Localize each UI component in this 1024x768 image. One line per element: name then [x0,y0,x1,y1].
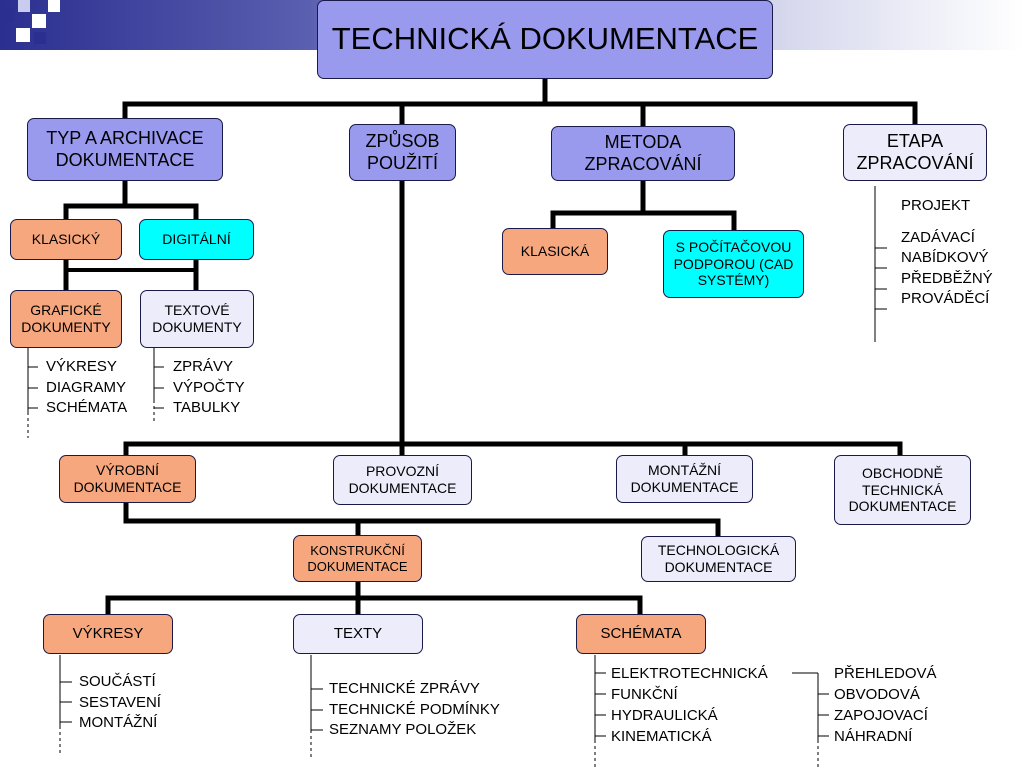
list-item: HYDRAULICKÁ [611,707,718,724]
node-vyrobni-dokumentace: VÝROBNÍ DOKUMENTACE [59,455,196,503]
list-item: OBVODOVÁ [834,686,920,703]
node-technologicka-dokumentace: TECHNOLOGICKÁ DOKUMENTACE [641,536,796,582]
list-item: SEZNAMY POLOŽEK [329,721,477,738]
list-item: SCHÉMATA [46,399,128,416]
node-montazni-dokumentace: MONTÁŽNÍ DOKUMENTACE [616,455,753,503]
node-obchodne-technicka: OBCHODNĚ TECHNICKÁ DOKUMENTACE [834,455,971,525]
decor-square [18,0,30,12]
list-item: ZPRÁVY [173,358,234,375]
node-vykresy: VÝKRESY [43,614,173,654]
list-textove: ZPRÁVY VÝPOČTY TABULKY [173,357,245,419]
node-texty: TEXTY [293,614,423,654]
decor-square [16,28,30,42]
list-item: TABULKY [173,399,241,416]
list-item: SOUČÁSTÍ [79,673,156,690]
list-etapa: PROJEKT ZADÁVACÍ NABÍDKOVÝ PŘEDBĚŽNÝ PRO… [901,196,993,310]
node-klasicka: KLASICKÁ [502,228,608,275]
list-item: SESTAVENÍ [79,693,161,711]
node-textove-dokumenty: TEXTOVÉ DOKUMENTY [140,290,254,348]
list-item: KINEMATICKÁ [611,728,712,745]
decor-square [48,0,60,12]
list-schemata-a: ELEKTROTECHNICKÁ FUNKČNÍ HYDRAULICKÁ KIN… [611,663,768,747]
node-provozni-dokumentace: PROVOZNÍ DOKUMENTACE [333,455,472,505]
decor-square [32,14,46,28]
node-cad-podpora: S POČÍTAČOVOU PODPOROU (CAD SYSTÉMY) [663,230,804,298]
list-item: VÝPOČTY [173,378,245,396]
list-item: TECHNICKÉ ZPRÁVY [329,680,480,697]
list-item: PROVÁDĚCÍ [901,290,990,307]
node-digitalni: DIGITÁLNÍ [139,219,254,260]
list-item: DIAGRAMY [46,378,127,396]
list-vykresy: SOUČÁSTÍ SESTAVENÍ MONTÁŽNÍ [79,672,161,734]
decor-square [34,32,46,44]
node-schemata: SCHÉMATA [576,614,706,654]
list-item: PŘEDBĚŽNÝ [901,269,993,287]
list-item: NÁHRADNÍ [834,728,913,745]
decor-square [0,8,14,22]
list-item: ZAPOJOVACÍ [834,707,928,724]
list-item: TECHNICKÉ PODMÍNKY [329,700,500,718]
list-item: ZADÁVACÍ [901,228,975,246]
node-zpusob-pouziti: ZPŮSOB POUŽITÍ [349,124,456,181]
list-item: ELEKTROTECHNICKÁ [611,665,768,682]
node-etapa-zpracovani: ETAPA ZPRACOVÁNÍ [843,124,987,181]
list-item: FUNKČNÍ [611,686,678,703]
list-schemata-b: PŘEHLEDOVÁ OBVODOVÁ ZAPOJOVACÍ NÁHRADNÍ [834,663,937,747]
node-metoda-zpracovani: METODA ZPRACOVÁNÍ [551,126,735,181]
list-item: PROJEKT [901,197,971,214]
node-klasicky: KLASICKÝ [10,219,122,260]
list-item: VÝKRESY [46,358,117,375]
list-item: PŘEHLEDOVÁ [834,665,937,682]
node-typ-archivace: TYP A ARCHIVACE DOKUMENTACE [27,118,223,181]
node-graficke-dokumenty: GRAFICKÉ DOKUMENTY [10,290,122,348]
list-texty: TECHNICKÉ ZPRÁVY TECHNICKÉ PODMÍNKY SEZN… [329,679,500,741]
list-item: MONTÁŽNÍ [79,714,158,731]
list-graficke: VÝKRESY DIAGRAMY SCHÉMATA [46,357,127,419]
node-konstrukcni-dokumentace: KONSTRUKČNÍ DOKUMENTACE [293,535,422,582]
list-item: NABÍDKOVÝ [901,249,989,266]
title-node: TECHNICKÁ DOKUMENTACE [317,0,773,79]
